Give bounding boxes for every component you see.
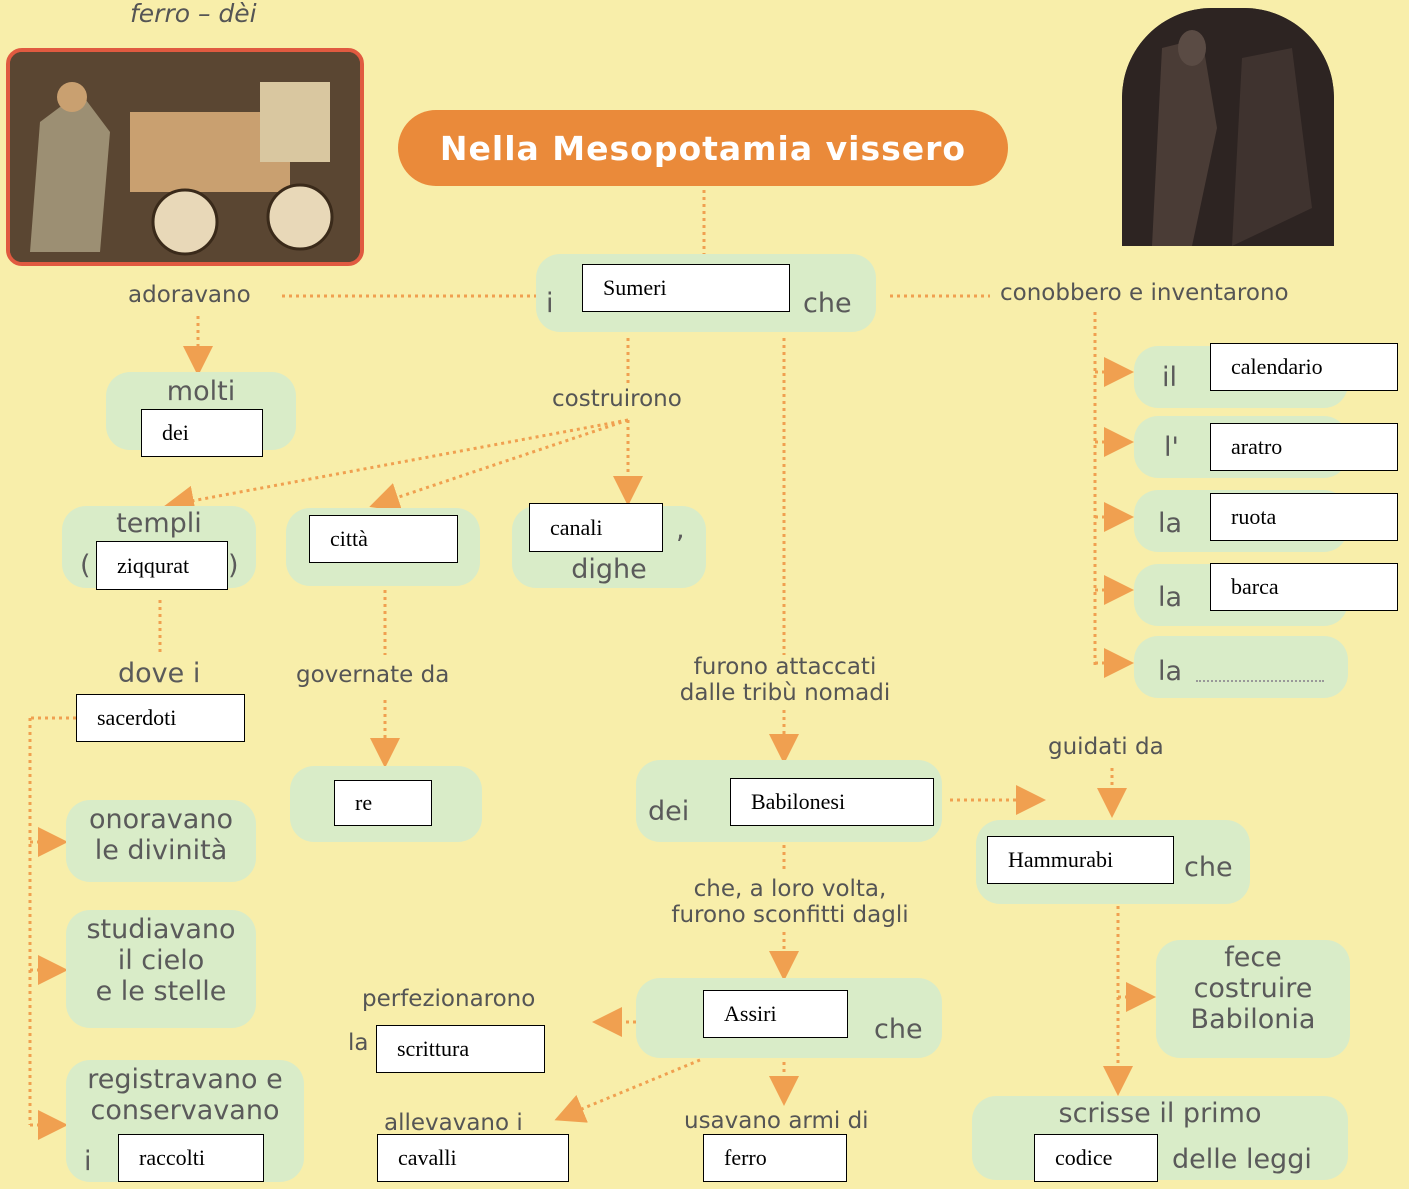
dove-link: dove i bbox=[118, 658, 201, 689]
title-banner: Nella Mesopotamia vissero bbox=[398, 110, 1008, 186]
stele-image bbox=[1122, 8, 1334, 246]
costruirono-link: costruirono bbox=[552, 386, 682, 412]
registered-label: registravano e conservavano bbox=[87, 1064, 283, 1127]
perfected-link: perfezionarono bbox=[362, 986, 536, 1012]
priest-item-1: onoravano le divinità bbox=[89, 804, 233, 867]
assyrians-suffix: che bbox=[874, 1014, 923, 1045]
invention-article-3: la bbox=[1158, 508, 1183, 539]
city-answer[interactable]: città bbox=[309, 515, 458, 563]
gods-label: molti bbox=[166, 376, 236, 407]
canals-comma: , bbox=[676, 514, 685, 545]
invention-box bbox=[1134, 636, 1348, 698]
code-label: scrisse il primo bbox=[1058, 1098, 1262, 1129]
invention-article-1: il bbox=[1162, 362, 1178, 393]
king-answer[interactable]: re bbox=[334, 780, 432, 826]
conobbero-link: conobbero e inventarono bbox=[1000, 280, 1289, 306]
registered-answer[interactable]: raccolti bbox=[118, 1134, 264, 1182]
center-prefix: i bbox=[546, 288, 554, 319]
canals-answer[interactable]: canali bbox=[529, 503, 663, 552]
hammurabi-answer[interactable]: Hammurabi bbox=[987, 836, 1174, 884]
governate-link: governate da bbox=[296, 662, 450, 688]
invention-article-5: la bbox=[1158, 656, 1183, 687]
temples-close: ) bbox=[228, 550, 239, 581]
code-answer[interactable]: codice bbox=[1034, 1134, 1158, 1182]
invention-blank-5[interactable] bbox=[1196, 680, 1324, 682]
center-answer[interactable]: Sumeri bbox=[582, 264, 790, 312]
babylonians-answer[interactable]: Babilonesi bbox=[730, 778, 934, 826]
chariot-illustration bbox=[6, 48, 364, 266]
priest-item-2: studiavano il cielo e le stelle bbox=[86, 914, 236, 1008]
invention-article-4: la bbox=[1158, 582, 1183, 613]
bred-link: allevavano i bbox=[384, 1110, 523, 1136]
gods-answer[interactable]: dei bbox=[141, 409, 263, 457]
babylonians-prefix: dei bbox=[648, 796, 690, 827]
invention-answer-1[interactable]: calendario bbox=[1210, 343, 1398, 391]
hammurabi-suffix: che bbox=[1184, 852, 1233, 883]
weapons-link: usavano armi di bbox=[684, 1108, 869, 1134]
page-title: Nella Mesopotamia vissero bbox=[439, 128, 967, 168]
invention-article-2: l' bbox=[1164, 432, 1179, 463]
assyrians-answer[interactable]: Assiri bbox=[703, 990, 848, 1038]
invention-answer-4[interactable]: barca bbox=[1210, 563, 1398, 611]
invention-answer-2[interactable]: aratro bbox=[1210, 423, 1398, 471]
temples-open: ( bbox=[80, 550, 91, 581]
writing-prefix: la bbox=[348, 1030, 369, 1056]
weapons-answer[interactable]: ferro bbox=[703, 1134, 847, 1182]
babylon-label: fece costruire Babilonia bbox=[1190, 942, 1316, 1036]
registered-prefix: i bbox=[84, 1146, 92, 1177]
top-caption: ferro – dèi bbox=[130, 0, 257, 28]
priest-item-box bbox=[66, 800, 256, 882]
center-suffix: che bbox=[803, 288, 852, 319]
babylon-box bbox=[1156, 940, 1350, 1058]
priest-item-box bbox=[66, 910, 256, 1028]
dams-label: dighe bbox=[571, 554, 647, 585]
temples-answer[interactable]: ziqqurat bbox=[96, 541, 228, 590]
priests-answer[interactable]: sacerdoti bbox=[76, 694, 245, 742]
guidati-link: guidati da bbox=[1048, 734, 1164, 760]
writing-answer[interactable]: scrittura bbox=[376, 1025, 545, 1073]
code-suffix: delle leggi bbox=[1172, 1144, 1312, 1175]
attacked-link: furono attaccati dalle tribù nomadi bbox=[679, 654, 891, 707]
defeated-link: che, a loro volta, furono sconfitti dagl… bbox=[671, 876, 909, 929]
bred-answer[interactable]: cavalli bbox=[377, 1134, 569, 1182]
adoravano-link: adoravano bbox=[128, 282, 251, 308]
invention-answer-3[interactable]: ruota bbox=[1210, 493, 1398, 541]
temples-label: templi bbox=[116, 508, 202, 539]
